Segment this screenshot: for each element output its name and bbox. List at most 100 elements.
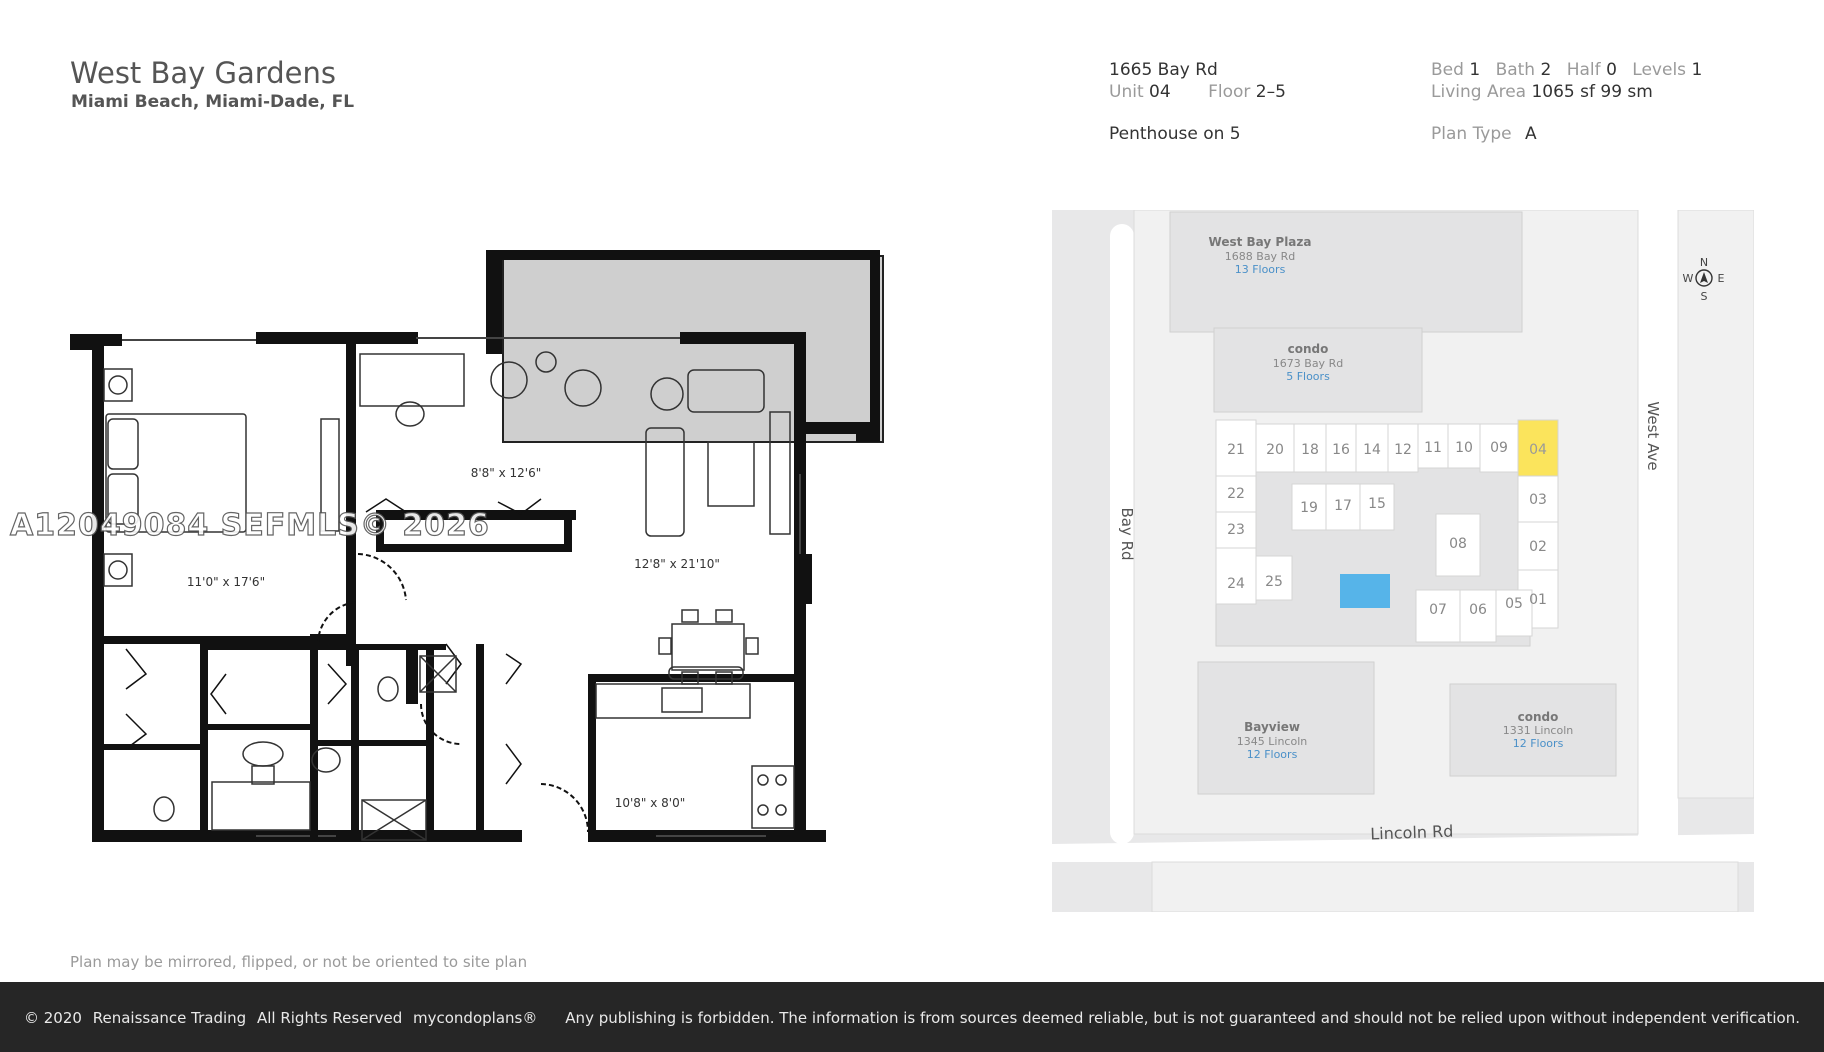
footer-rights: All Rights Reserved <box>256 1009 403 1027</box>
bath-label: Bath <box>1495 60 1536 80</box>
unit-25: 25 <box>1265 574 1283 590</box>
room-dims-kitchen: 10'8" x 8'0" <box>615 796 686 810</box>
bldg-name-west-bay-plaza: West Bay Plaza <box>1209 235 1312 249</box>
exterior-walls <box>70 332 872 842</box>
bldg-floors-condo-1673: 5 Floors <box>1286 370 1330 383</box>
building-location: Miami Beach, Miami-Dade, FL <box>71 92 355 112</box>
room-dims-den: 8'8" x 12'6" <box>471 466 542 480</box>
unit-18: 18 <box>1301 442 1319 458</box>
unit-12: 12 <box>1394 442 1412 458</box>
street-bay-rd: Bay Rd <box>1118 507 1136 560</box>
mls-watermark: A12049084 SEFMLS© 2026 <box>9 507 490 543</box>
unit-10: 10 <box>1455 440 1473 456</box>
unit-02: 02 <box>1529 539 1547 555</box>
unit-16: 16 <box>1332 442 1350 458</box>
living-area-value: 1065 sf 99 sm <box>1531 82 1653 102</box>
roads <box>1052 210 1754 912</box>
plan-type-value: A <box>1525 124 1537 144</box>
unit-21: 21 <box>1227 442 1245 458</box>
building-title: West Bay Gardens <box>70 56 336 90</box>
unit-20: 20 <box>1266 442 1284 458</box>
unit-06: 06 <box>1469 602 1487 618</box>
balcony <box>502 255 884 443</box>
street-lincoln-rd: Lincoln Rd <box>1370 822 1454 844</box>
unit-11: 11 <box>1424 440 1442 456</box>
bldg-addr-bayview: 1345 Lincoln <box>1237 735 1307 748</box>
unit-23: 23 <box>1227 522 1245 538</box>
unit-09: 09 <box>1490 440 1508 456</box>
unit-19: 19 <box>1300 500 1318 516</box>
furniture <box>103 351 795 841</box>
penthouse-value: Penthouse on 5 <box>1109 124 1241 144</box>
unit-07: 07 <box>1429 602 1447 618</box>
unit-08: 08 <box>1449 536 1467 552</box>
living-area-label: Living Area <box>1431 82 1527 102</box>
bldg-addr-west-bay-plaza: 1688 Bay Rd <box>1225 250 1295 263</box>
building-bayview <box>1197 661 1375 795</box>
balcony-wall-left <box>486 250 502 354</box>
building-condo-1331 <box>1449 683 1617 777</box>
compass-w: W <box>1683 272 1694 285</box>
levels-value: 1 <box>1691 60 1703 80</box>
half-label: Half <box>1566 60 1601 80</box>
bldg-floors-west-bay-plaza: 13 Floors <box>1235 263 1286 276</box>
bldg-addr-condo-1331: 1331 Lincoln <box>1503 724 1573 737</box>
unit-05: 05 <box>1505 596 1523 612</box>
floor-label: Floor <box>1208 82 1251 102</box>
unit-floor-row: Unit 04 Floor 2–5 <box>1109 82 1296 102</box>
unit-01: 01 <box>1529 592 1547 608</box>
bath-value: 2 <box>1540 60 1552 80</box>
unit-03: 03 <box>1529 492 1547 508</box>
bed-bath-row: Bed 1 Bath 2 Half 0 Levels 1 <box>1431 60 1712 80</box>
footer-copyright: © 2020 <box>24 1009 82 1027</box>
street-west-ave: West Ave <box>1644 401 1662 470</box>
penthouse-note: Penthouse on 5 <box>1109 124 1251 144</box>
bldg-name-bayview: Bayview <box>1244 720 1300 734</box>
building-west-bay-plaza <box>1169 211 1523 333</box>
pool <box>1340 574 1390 608</box>
unit-14: 14 <box>1363 442 1381 458</box>
compass-n: N <box>1700 256 1708 269</box>
living-area-row: Living Area 1065 sf 99 sm <box>1431 82 1663 102</box>
balcony-rail <box>856 434 880 442</box>
room-dims-living: 12'8" x 21'10" <box>634 557 720 571</box>
floor-value: 2–5 <box>1255 82 1286 102</box>
unit-04-highlighted: 04 <box>1529 442 1547 458</box>
orientation-note: Plan may be mirrored, flipped, or not be… <box>70 953 528 971</box>
footer-disclaimer: Any publishing is forbidden. The informa… <box>565 1009 1800 1027</box>
site-map: West Bay Plaza 1688 Bay Rd 13 Floors con… <box>1052 210 1754 912</box>
plan-type-label: Plan Type <box>1431 124 1512 144</box>
windows <box>122 337 801 837</box>
bldg-name-condo-1673: condo <box>1288 342 1329 356</box>
closet-doors <box>125 498 542 785</box>
interior-walls <box>92 510 804 842</box>
unit-15: 15 <box>1368 496 1386 512</box>
units: 21 20 18 16 14 12 11 10 09 04 22 23 24 2… <box>1215 419 1559 643</box>
address-value: 1665 Bay Rd <box>1109 60 1218 80</box>
floor-plan: 11'0" x 17'6" 8'8" x 12'6" 12'8" x 21'10… <box>70 250 884 842</box>
levels-label: Levels <box>1632 60 1687 80</box>
half-value: 0 <box>1606 60 1617 80</box>
plan-type-row: Plan Type A <box>1431 124 1547 144</box>
bed-label: Bed <box>1431 60 1464 80</box>
balcony-wall-right <box>870 250 880 442</box>
bldg-floors-bayview: 12 Floors <box>1247 748 1298 761</box>
unit-label: Unit <box>1109 82 1144 102</box>
balcony-wall-top <box>486 250 878 260</box>
room-dims-bedroom: 11'0" x 17'6" <box>187 575 265 589</box>
bed-value: 1 <box>1469 60 1481 80</box>
building-condo-1673 <box>1213 327 1423 413</box>
unit-address: 1665 Bay Rd <box>1109 60 1228 80</box>
footer: © 2020 Renaissance Trading All Rights Re… <box>0 982 1824 1052</box>
compass-icon: N S W E <box>1683 256 1725 303</box>
compass-s: S <box>1701 290 1708 303</box>
footer-credits: © 2020 Renaissance Trading All Rights Re… <box>24 1009 543 1027</box>
bldg-name-condo-1331: condo <box>1518 710 1559 724</box>
bldg-floors-condo-1331: 12 Floors <box>1513 737 1564 750</box>
doors <box>316 553 589 833</box>
compass-e: E <box>1718 272 1725 285</box>
unit-17: 17 <box>1334 498 1352 514</box>
footer-brand: mycondoplans® <box>413 1009 538 1027</box>
footer-company: Renaissance Trading <box>92 1009 247 1027</box>
bldg-addr-condo-1673: 1673 Bay Rd <box>1273 357 1343 370</box>
